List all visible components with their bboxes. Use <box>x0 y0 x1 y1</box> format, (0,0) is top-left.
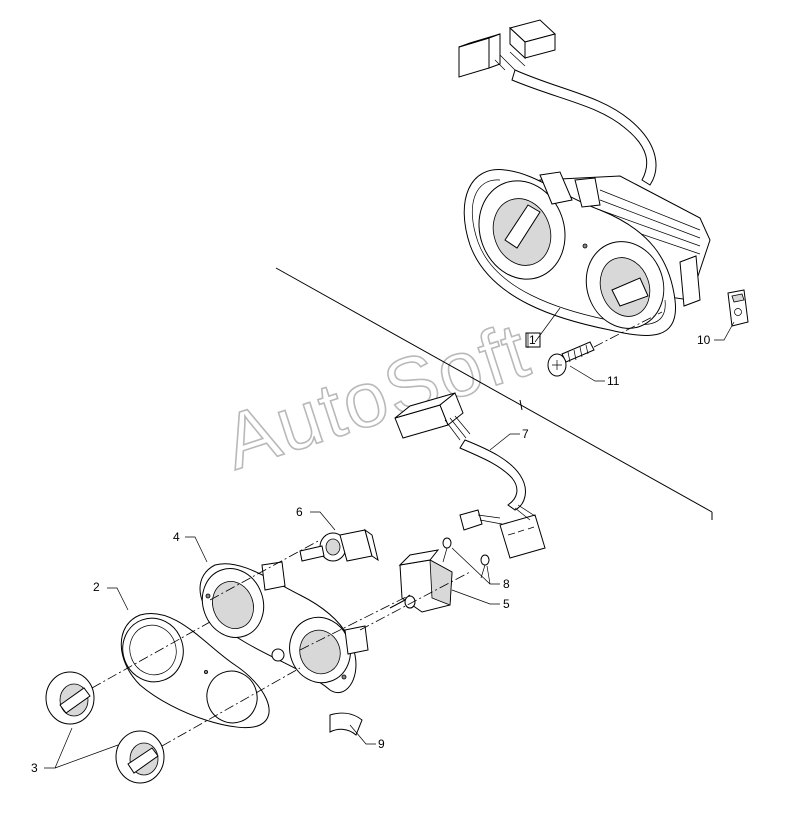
callout-leaders <box>44 307 735 769</box>
knob-part-3-upper <box>45 671 95 725</box>
callout-box-1 <box>525 332 541 348</box>
callout-8: 8 <box>503 577 510 591</box>
mounting-frame-part-4 <box>199 561 369 693</box>
callout-10: 10 <box>697 333 711 347</box>
assembly-axes <box>91 539 471 747</box>
screw-part-11 <box>547 341 595 377</box>
top-connector-harness <box>458 19 657 186</box>
wiring-harness-part-7 <box>394 392 546 559</box>
callout-4: 4 <box>173 530 180 544</box>
rotary-switch-part-6 <box>299 528 379 562</box>
label-part-9 <box>329 712 363 736</box>
callout-labels: 1 2 3 4 5 6 7 8 9 10 11 <box>31 332 711 775</box>
switch-body-part-5 <box>389 549 453 613</box>
knob-part-3-lower <box>115 730 165 784</box>
callout-6: 6 <box>296 505 303 519</box>
callout-5: 5 <box>503 597 510 611</box>
callout-3: 3 <box>31 761 38 775</box>
callout-11: 11 <box>607 374 620 388</box>
clip-part-10 <box>727 289 749 327</box>
callout-9: 9 <box>378 737 385 751</box>
callout-1: 1 <box>529 333 536 347</box>
face-plate-part-2 <box>120 613 270 729</box>
callout-7: 7 <box>522 427 529 441</box>
callout-2: 2 <box>93 580 100 594</box>
assembly-bracket-lines <box>275 267 713 520</box>
control-panel-assembly <box>463 169 711 336</box>
